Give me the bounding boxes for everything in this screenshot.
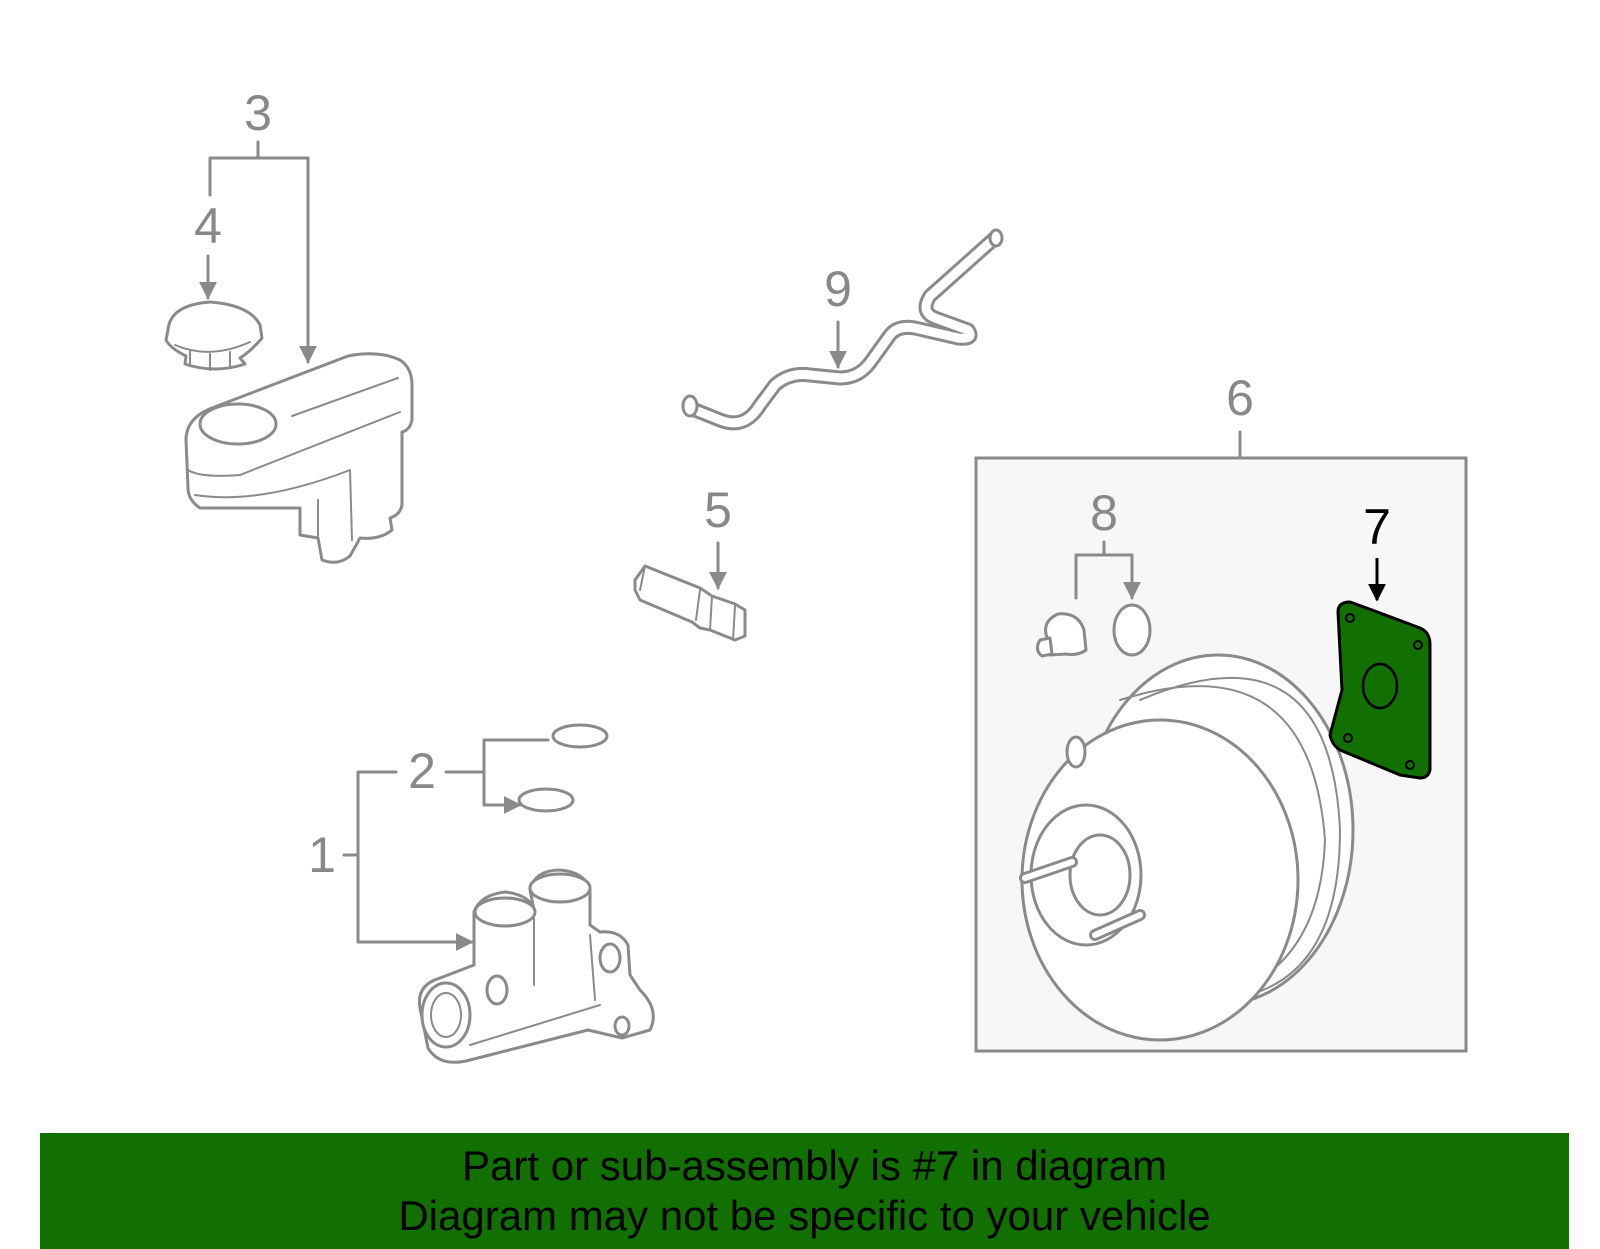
grommet (1112, 603, 1152, 657)
check-valve (1035, 612, 1088, 658)
callout-8: 8 (1090, 485, 1118, 541)
brake-fluid-reservoir (184, 352, 414, 564)
brake-booster (1019, 653, 1355, 1042)
callout-3: 3 (244, 85, 272, 141)
callout-8-group: 8 (1074, 485, 1132, 598)
callout-5-group: 5 (704, 482, 732, 590)
booster-gasket-highlighted (1328, 600, 1432, 780)
callout-5: 5 (704, 482, 732, 538)
vacuum-hose (681, 228, 1004, 431)
callout-4-group: 4 (194, 198, 222, 300)
callout-3-group: 3 (208, 85, 308, 362)
banner-line-disclaimer: Diagram may not be specific to your vehi… (398, 1192, 1211, 1239)
brake-master-cylinder (417, 868, 655, 1064)
callout-1-group: 1 (308, 770, 472, 942)
callout-9-group: 9 (824, 261, 852, 369)
callout-4: 4 (194, 198, 222, 254)
callout-7-group: 7 (1363, 499, 1391, 602)
callout-9: 9 (824, 261, 852, 317)
callout-2: 2 (408, 743, 436, 799)
callout-6-group: 6 (1226, 370, 1254, 460)
seal-ring-lower (517, 787, 575, 813)
callout-1: 1 (308, 827, 336, 883)
parts-diagram: 3 4 9 5 2 (164, 85, 1468, 1064)
banner-line-part-info: Part or sub-assembly is #7 in diagram (462, 1142, 1167, 1189)
callout-2-group: 2 (408, 738, 550, 805)
callout-6: 6 (1226, 370, 1254, 426)
fluid-level-sensor (633, 564, 747, 642)
reservoir-cap (164, 300, 264, 371)
info-banner: Part or sub-assembly is #7 in diagram Di… (40, 1133, 1569, 1249)
callout-7: 7 (1363, 499, 1391, 555)
seal-ring-upper (551, 723, 609, 749)
